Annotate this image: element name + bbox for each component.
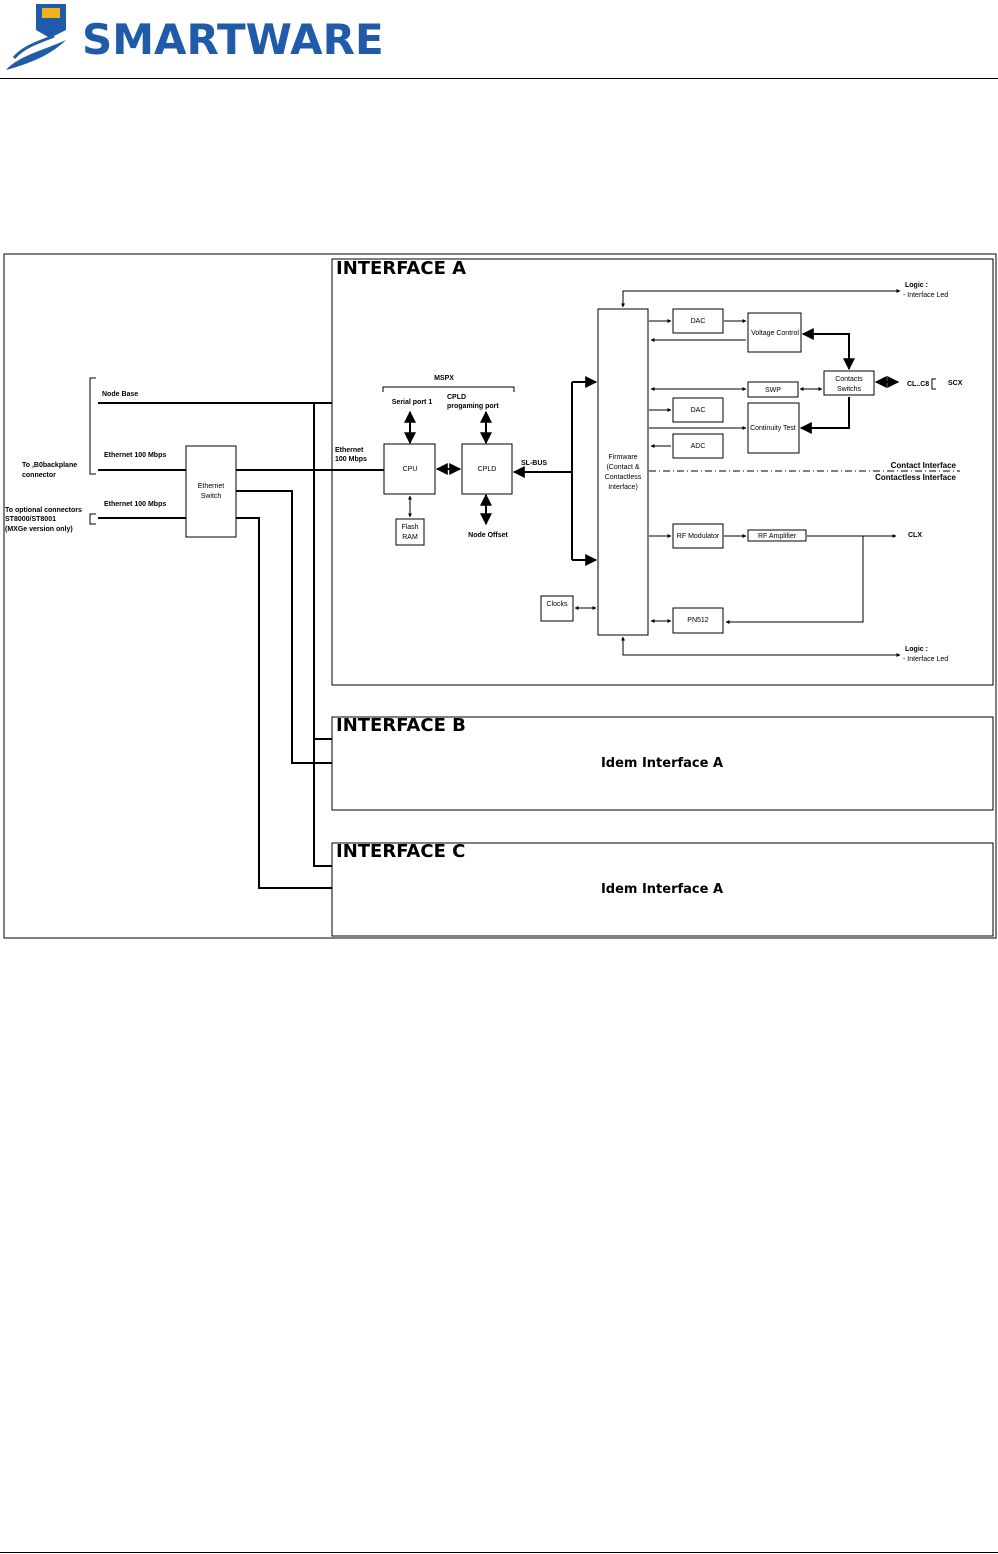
optional-bracket [89,513,96,525]
node-base-label: Node Base [102,391,138,398]
logic-bot-label: Logic : [905,646,928,653]
dac2-label: DAC [691,407,706,414]
adc-box [672,433,724,459]
flash-label: Flash [401,524,418,531]
cl-cb-label: CL..C8 [907,381,929,388]
ethernet-switch-box [185,445,237,538]
clocks-label: Clocks [546,601,568,608]
swp-box [747,381,799,398]
sl-bus-label: SL-BUS [521,460,547,467]
continuity-test-label: Continuity Test [750,425,796,432]
eth-in-label: Ethernet [335,447,364,454]
rf-amplifier-label: RF Amplifier [758,533,797,540]
clocks-box [540,595,574,622]
dac2-box [672,397,724,423]
eth-in-label-2: 100 Mbps [335,456,367,463]
continuity-test-box [747,402,800,454]
brand-name: SMARTWARE [82,15,384,64]
dac1-box [672,308,724,334]
interface-c-title: INTERFACE C [336,841,465,862]
ethernet-switch-label-2: Switch [201,493,222,500]
cpu-label: CPU [403,466,418,473]
cpld-prog-label-2: progaming port [447,403,499,410]
firmware-label-4: Interface) [608,484,638,491]
eth2-label: Ethernet 100 Mbps [104,501,166,508]
interface-a-box [331,258,994,686]
scx-label: SCX [948,380,963,387]
switchs-label: Switchs [837,386,862,393]
contactless-interface-label: Contactless Interface [875,473,956,482]
swp-label: SWP [765,387,781,394]
interface-c-box [331,842,994,937]
pn512-label: PN512 [687,617,709,624]
idem-c-label: Idem Interface A [601,882,723,897]
mspx-bracket [382,386,515,392]
logic-top-label-2: - Interface Led [903,292,948,299]
firmware-box [597,308,649,636]
backplane-bracket [89,377,96,475]
rf-amplifier-box [747,529,807,542]
optional-label-3: (MXGe version only) [5,526,73,533]
adc-label: ADC [691,443,706,450]
rf-modulator-box [672,523,724,549]
logic-bot-label-2: - Interface Led [903,656,948,663]
firmware-label-2: (Contact & [606,464,639,471]
optional-label-2: ST8000/ST8001 [5,516,56,523]
to-backplane-label-2: connector [22,472,56,479]
firmware-label-1: Firmware [608,454,637,461]
node-offset-label: Node Offset [468,532,508,539]
ram-label: RAM [402,534,418,541]
serial-port-label: Serial port 1 [392,399,433,406]
optional-label: To optional connectors [5,507,82,514]
smartware-logo: SMARTWARE [6,4,384,70]
interface-a-title: INTERFACE A [336,258,466,279]
ethernet-switch-label: Ethernet [198,483,225,490]
page-header: SMARTWARE [0,0,998,79]
voltage-control-box [747,312,802,353]
idem-b-label: Idem Interface A [601,756,723,771]
clx-label: CLX [908,532,922,539]
rf-modulator-label: RF Modulator [677,533,720,540]
contact-interface-label: Contact Interface [891,461,957,470]
contacts-switchs-box [823,370,875,396]
dac1-label: DAC [691,318,706,325]
interface-b-title: INTERFACE B [336,715,466,736]
contacts-label: Contacts [835,376,863,383]
eth1-label: Ethernet 100 Mbps [104,452,166,459]
mspx-label: MSPX [434,375,454,382]
cpld-prog-label: CPLD [447,394,466,401]
footer-rule [0,1552,998,1553]
diagram-frame [3,253,997,939]
firmware-label-3: Contactless [605,474,642,481]
logic-top-label: Logic : [905,282,928,289]
to-backplane-label: To ,B0backplane [22,462,77,469]
left-wiring [98,402,384,889]
cpld-label: CPLD [478,466,497,473]
voltage-control-label: Voltage Control [751,330,799,337]
cpu-box [383,443,436,495]
pn512-box [672,607,724,634]
flash-ram-box [395,518,425,546]
